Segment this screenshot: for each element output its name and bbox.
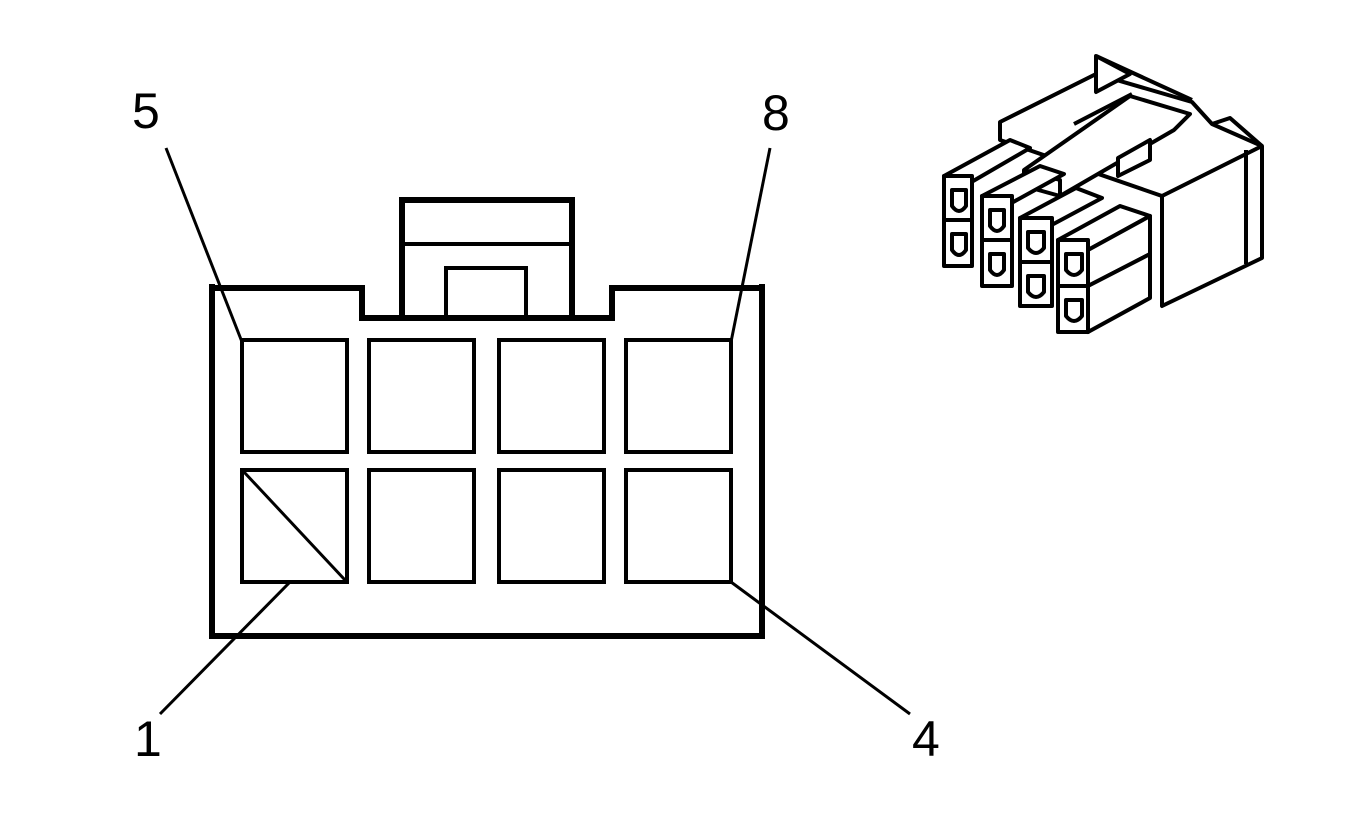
pin-label-4: 4 — [912, 711, 940, 767]
cavity-3 — [497, 468, 606, 584]
cavity-2 — [367, 468, 476, 584]
leader-lines — [158, 147, 911, 716]
cavity-row-top — [240, 338, 733, 454]
cavity-7 — [497, 338, 606, 454]
pin-label-1: 1 — [134, 711, 162, 767]
connector-housing-outline — [209, 284, 765, 639]
cavity-5 — [240, 338, 349, 454]
cavity-8 — [624, 338, 733, 454]
pin-label-5: 5 — [132, 83, 160, 139]
cavity-4 — [624, 468, 733, 584]
leader-line-1 — [158, 580, 292, 716]
pin-label-8: 8 — [762, 85, 790, 141]
cavity-6 — [367, 338, 476, 454]
cavity-row-bottom — [240, 468, 733, 584]
isometric-cavities — [942, 138, 1152, 334]
leader-line-8 — [729, 147, 772, 343]
connector-face-view: 5 8 1 4 — [132, 83, 940, 767]
leader-line-5 — [164, 147, 244, 343]
pin-1-indicator — [242, 470, 347, 582]
leader-line-4 — [730, 580, 911, 716]
connector-isometric-view — [942, 54, 1264, 334]
locking-tab — [399, 197, 575, 318]
